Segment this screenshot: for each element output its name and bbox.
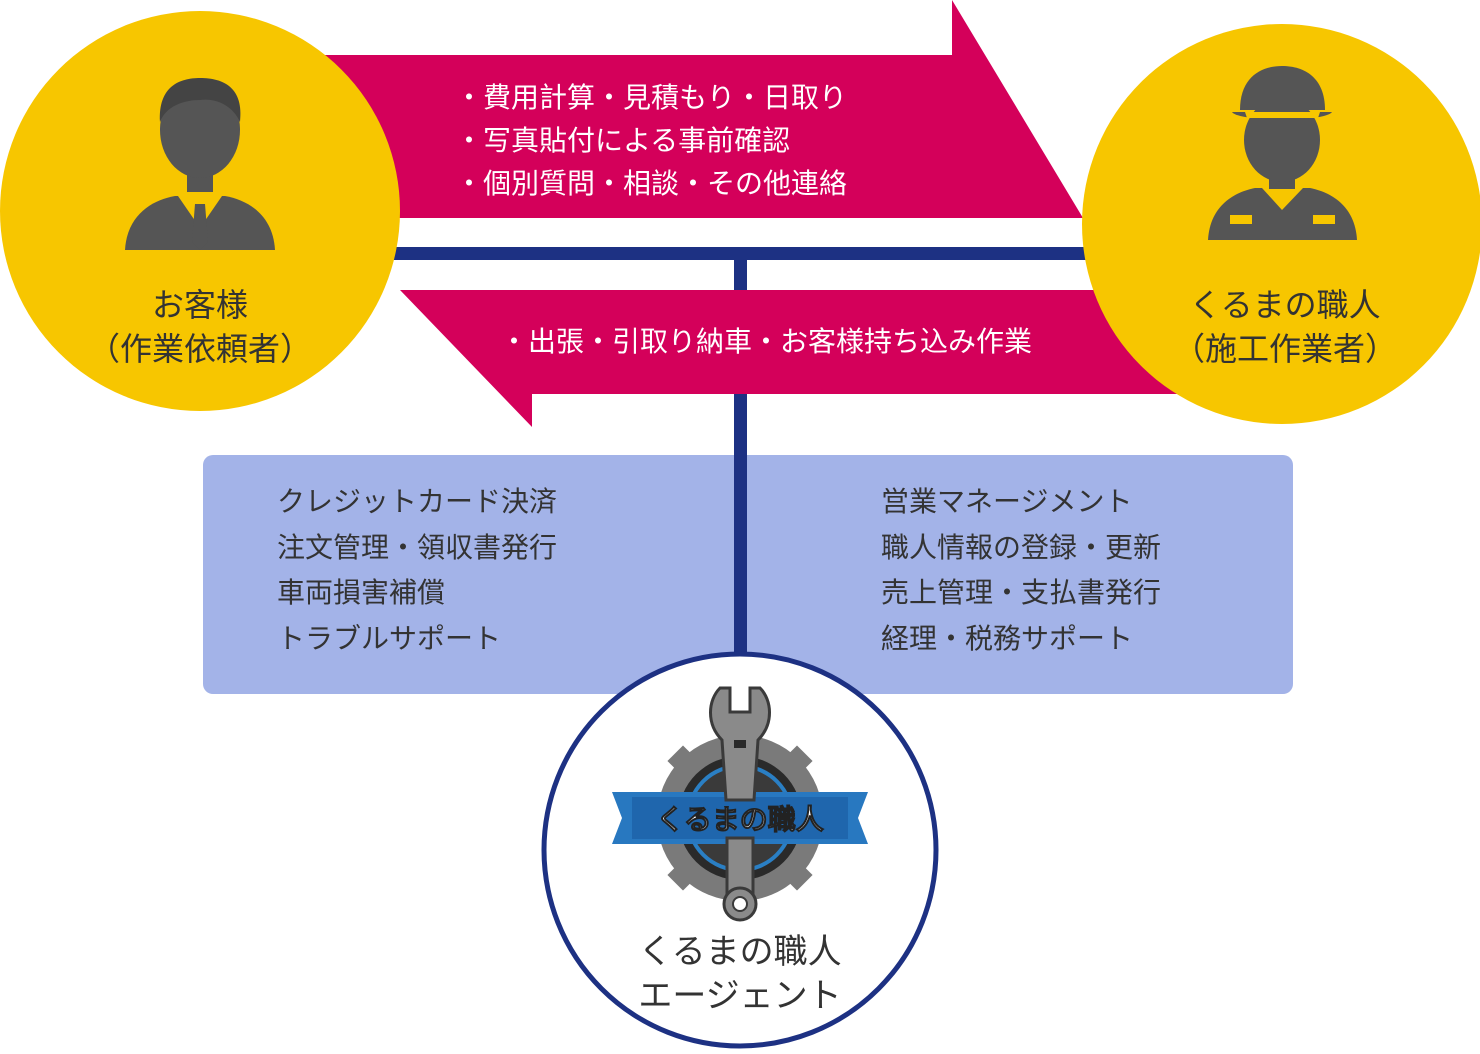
customer-label: お客様 （作業依頼者） bbox=[50, 283, 350, 371]
agent-logo: くるまの職人 bbox=[612, 686, 868, 922]
craftsman-services-list: 営業マネージメント 職人情報の登録・更新 売上管理・支払書発行 経理・税務サポー… bbox=[881, 479, 1161, 661]
craftsman-label: くるまの職人 （施工作業者） bbox=[1120, 283, 1450, 371]
customer-name: お客様 bbox=[151, 286, 248, 324]
agent-label: くるまの職人 エージェント bbox=[580, 930, 900, 1018]
top-arrow-list: 費用計算・見積もり・日取り 写真貼付による事前確認 個別質問・相談・その他連絡 bbox=[455, 76, 847, 205]
list-item: 注文管理・領収書発行 bbox=[277, 530, 558, 564]
craftsman-name: くるまの職人 bbox=[1189, 286, 1381, 324]
list-item: 職人情報の登録・更新 bbox=[881, 530, 1162, 564]
top-arrow-item: 写真貼付による事前確認 bbox=[455, 119, 847, 162]
wrench-icon bbox=[709, 686, 771, 922]
list-item: 売上管理・支払書発行 bbox=[881, 576, 1162, 609]
list-item: トラブルサポート bbox=[277, 621, 502, 655]
logo-text: くるまの職人 bbox=[656, 803, 823, 836]
agent-role: エージェント bbox=[638, 976, 842, 1016]
worker-icon bbox=[1208, 66, 1357, 240]
businessman-icon bbox=[125, 78, 275, 250]
top-arrow-item: 費用計算・見積もり・日取り bbox=[455, 76, 847, 119]
agent-name: くるまの職人 bbox=[638, 932, 842, 972]
top-arrow-item: 個別質問・相談・その他連絡 bbox=[455, 162, 847, 205]
bottom-arrow-text: ・出張・引取り納車・お客様持ち込み作業 bbox=[500, 325, 1033, 358]
bottom-arrow bbox=[400, 290, 1180, 427]
list-item: 車両損害補償 bbox=[277, 576, 446, 609]
customer-role: （作業依頼者） bbox=[87, 330, 312, 368]
list-item: 経理・税務サポート bbox=[881, 621, 1134, 655]
customer-services-list: クレジットカード決済 注文管理・領収書発行 車両損害補償 トラブルサポート bbox=[277, 479, 557, 661]
craftsman-role: （施工作業者） bbox=[1172, 330, 1397, 368]
list-item: クレジットカード決済 bbox=[277, 485, 558, 518]
list-item: 営業マネージメント bbox=[881, 485, 1133, 518]
service-panel bbox=[203, 455, 1293, 694]
